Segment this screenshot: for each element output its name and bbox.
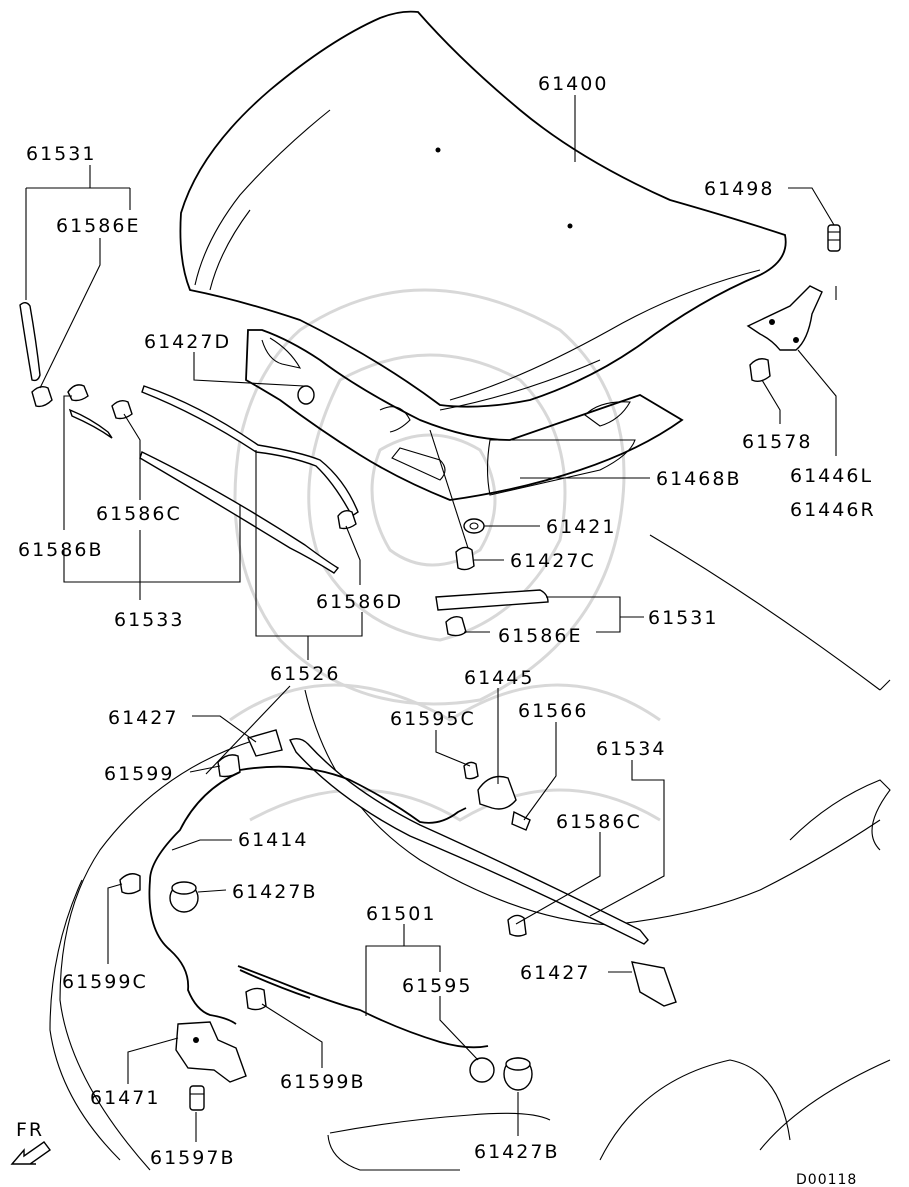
weatherstrip-left: [19, 302, 41, 382]
clip-595-part: [469, 1057, 495, 1083]
watermark-emblem: [229, 288, 661, 822]
label-61531-left: 61531: [26, 143, 96, 165]
bumper-front-part: [631, 961, 677, 1007]
label-61533: 61533: [114, 609, 184, 631]
bumper-b-lower-part: [503, 1057, 533, 1091]
body-outline: [49, 534, 891, 1171]
grommet-part: [463, 518, 485, 534]
label-61595c: 61595C: [390, 708, 476, 730]
clip-c-left-part: [111, 399, 133, 420]
clip-595c-part: [463, 761, 479, 780]
label-61446l: 61446L: [790, 465, 873, 487]
clip-d-part: [337, 509, 357, 530]
diagram-code: D00118: [796, 1172, 857, 1187]
clip-599b-part: [245, 987, 267, 1011]
label-61446r: 61446R: [790, 499, 876, 521]
label-61586c-right: 61586C: [556, 811, 642, 833]
label-61427d: 61427D: [144, 331, 231, 353]
label-61427b-upper: 61427B: [232, 881, 317, 903]
direction-label: FR: [16, 1119, 44, 1141]
bumper-b-upper-part: [169, 881, 199, 913]
front-arrow-icon: [10, 1141, 51, 1165]
release-handle-part: [477, 775, 517, 810]
label-61599: 61599: [104, 763, 174, 785]
label-61597b: 61597B: [150, 1147, 235, 1169]
screw-566-part: [511, 810, 531, 831]
label-61445: 61445: [464, 667, 534, 689]
bumper-d-part: [297, 385, 315, 405]
front-seal-strip: [289, 737, 649, 945]
label-61400: 61400: [538, 73, 608, 95]
label-61427-front: 61427: [520, 962, 590, 984]
label-61471: 61471: [90, 1087, 160, 1109]
part-number-labels: 61400 61531 61586E 61498 61427D 61578 61…: [18, 73, 876, 1169]
bumper-main-part: [247, 729, 283, 757]
label-61578: 61578: [742, 431, 812, 453]
hood-panel: [179, 10, 787, 501]
front-direction-indicator: FR: [10, 1119, 51, 1165]
clip-right-e-part: [445, 615, 467, 637]
label-61427b-lower: 61427B: [474, 1141, 559, 1163]
label-61534: 61534: [596, 738, 666, 760]
label-61531-right: 61531: [648, 607, 718, 629]
label-61501: 61501: [366, 903, 436, 925]
bolt-597b-part: [189, 1085, 205, 1111]
label-61586e-left: 61586E: [56, 215, 140, 237]
label-61586e-right: 61586E: [498, 625, 582, 647]
clip-left-e-part: [31, 385, 53, 408]
label-61595: 61595: [402, 975, 472, 997]
latch-cable-part: [237, 965, 489, 1049]
label-61427c: 61427C: [510, 550, 596, 572]
clip-b-part: [67, 384, 89, 402]
label-61498: 61498: [704, 178, 774, 200]
label-61586b: 61586B: [18, 539, 103, 561]
label-61566: 61566: [518, 700, 588, 722]
label-61599c: 61599C: [62, 971, 148, 993]
leader-lines: [25, 95, 837, 1142]
hinge-part: [746, 285, 823, 351]
side-seal-strips: [68, 385, 359, 574]
weatherstrip-right: [435, 589, 549, 611]
hinge-bumper-part: [749, 358, 771, 383]
label-61468b: 61468B: [656, 468, 741, 490]
label-61421: 61421: [546, 516, 616, 538]
label-61526: 61526: [270, 663, 340, 685]
label-61586c-left: 61586C: [96, 503, 182, 525]
label-61586d: 61586D: [316, 591, 403, 613]
label-61599b: 61599B: [280, 1071, 365, 1093]
clip-c-right-part: [507, 914, 527, 937]
release-cable-part: [148, 765, 467, 1025]
label-61427-main: 61427: [108, 707, 178, 729]
clip-599c-part: [119, 873, 141, 895]
insulator-bolt-part: [827, 224, 841, 252]
label-61414: 61414: [238, 829, 308, 851]
latch-part: [175, 1021, 247, 1083]
bumper-c-part: [455, 546, 475, 571]
